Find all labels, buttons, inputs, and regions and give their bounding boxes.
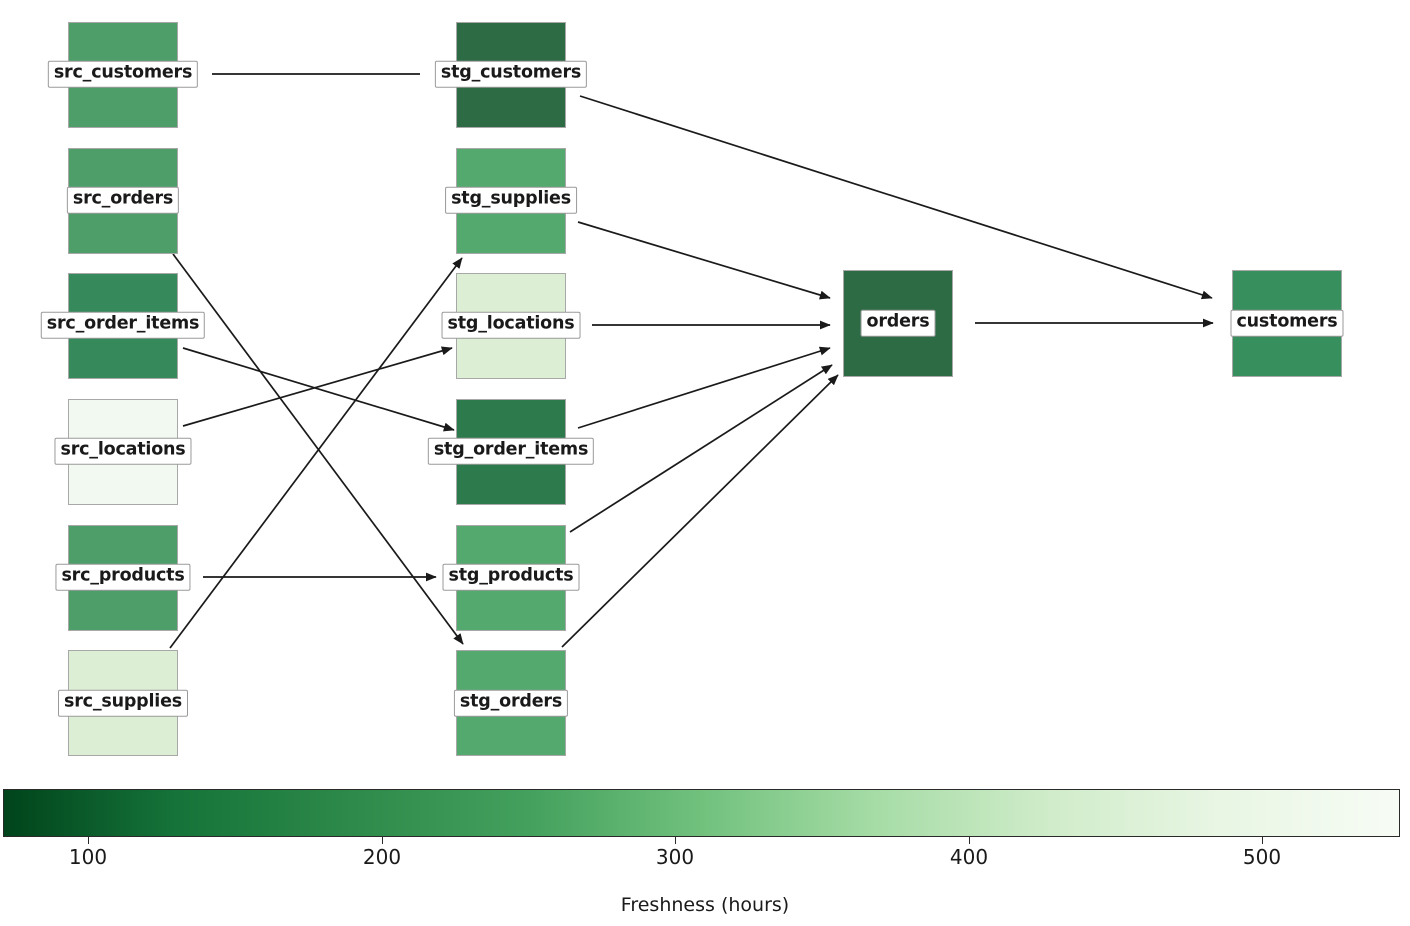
colorbar-tick-500 [1262, 837, 1263, 844]
edge-stg_products-orders [569, 364, 833, 533]
edge-stg_order_items-orders [577, 346, 831, 429]
edge-layer [169, 73, 1214, 649]
graph-canvas: src_customers src_orders src_order_items… [40, 22, 1344, 756]
colorbar-tick-400 [969, 837, 970, 844]
node-label-stg_supplies: stg_supplies [445, 186, 577, 214]
node-label-stg_locations: stg_locations [441, 311, 581, 339]
edge-stg_orders-orders [561, 374, 839, 648]
node-label-src_products: src_products [55, 563, 191, 591]
colorbar-axis-label: Freshness (hours) [620, 894, 790, 916]
edge-src_locations-stg_locations [182, 346, 453, 427]
colorbar-ticklabel-500: 500 [1242, 845, 1282, 869]
colorbar-ticklabel-100: 100 [68, 845, 108, 869]
edge-src_order_items-stg_order_items [182, 347, 455, 432]
colorbar-tick-200 [382, 837, 383, 844]
colorbar-ticklabel-200: 200 [362, 845, 402, 869]
node-label-src_order_items: src_order_items [40, 311, 206, 339]
node-label-src_supplies: src_supplies [58, 689, 188, 717]
edge-stg_customers-customers [579, 95, 1213, 300]
edge-src_supplies-stg_supplies [169, 257, 463, 649]
colorbar-gradient [3, 789, 1400, 837]
node-label-src_customers: src_customers [47, 60, 199, 88]
colorbar-tick-100 [88, 837, 89, 844]
node-label-orders: orders [860, 309, 936, 337]
colorbar-ticklabel-300: 300 [655, 845, 695, 869]
colorbar: 100 200 300 400 500 Freshness (hours) [0, 775, 1410, 926]
node-label-stg_customers: stg_customers [434, 60, 588, 88]
node-label-stg_order_items: stg_order_items [427, 437, 595, 465]
node-label-src_locations: src_locations [54, 437, 192, 465]
node-label-stg_products: stg_products [442, 563, 580, 591]
node-label-customers: customers [1230, 309, 1344, 337]
node-label-stg_orders: stg_orders [453, 689, 569, 717]
edge-stg_supplies-orders [577, 221, 831, 300]
node-label-src_orders: src_orders [66, 186, 180, 214]
colorbar-tick-300 [675, 837, 676, 844]
colorbar-ticklabel-400: 400 [949, 845, 989, 869]
